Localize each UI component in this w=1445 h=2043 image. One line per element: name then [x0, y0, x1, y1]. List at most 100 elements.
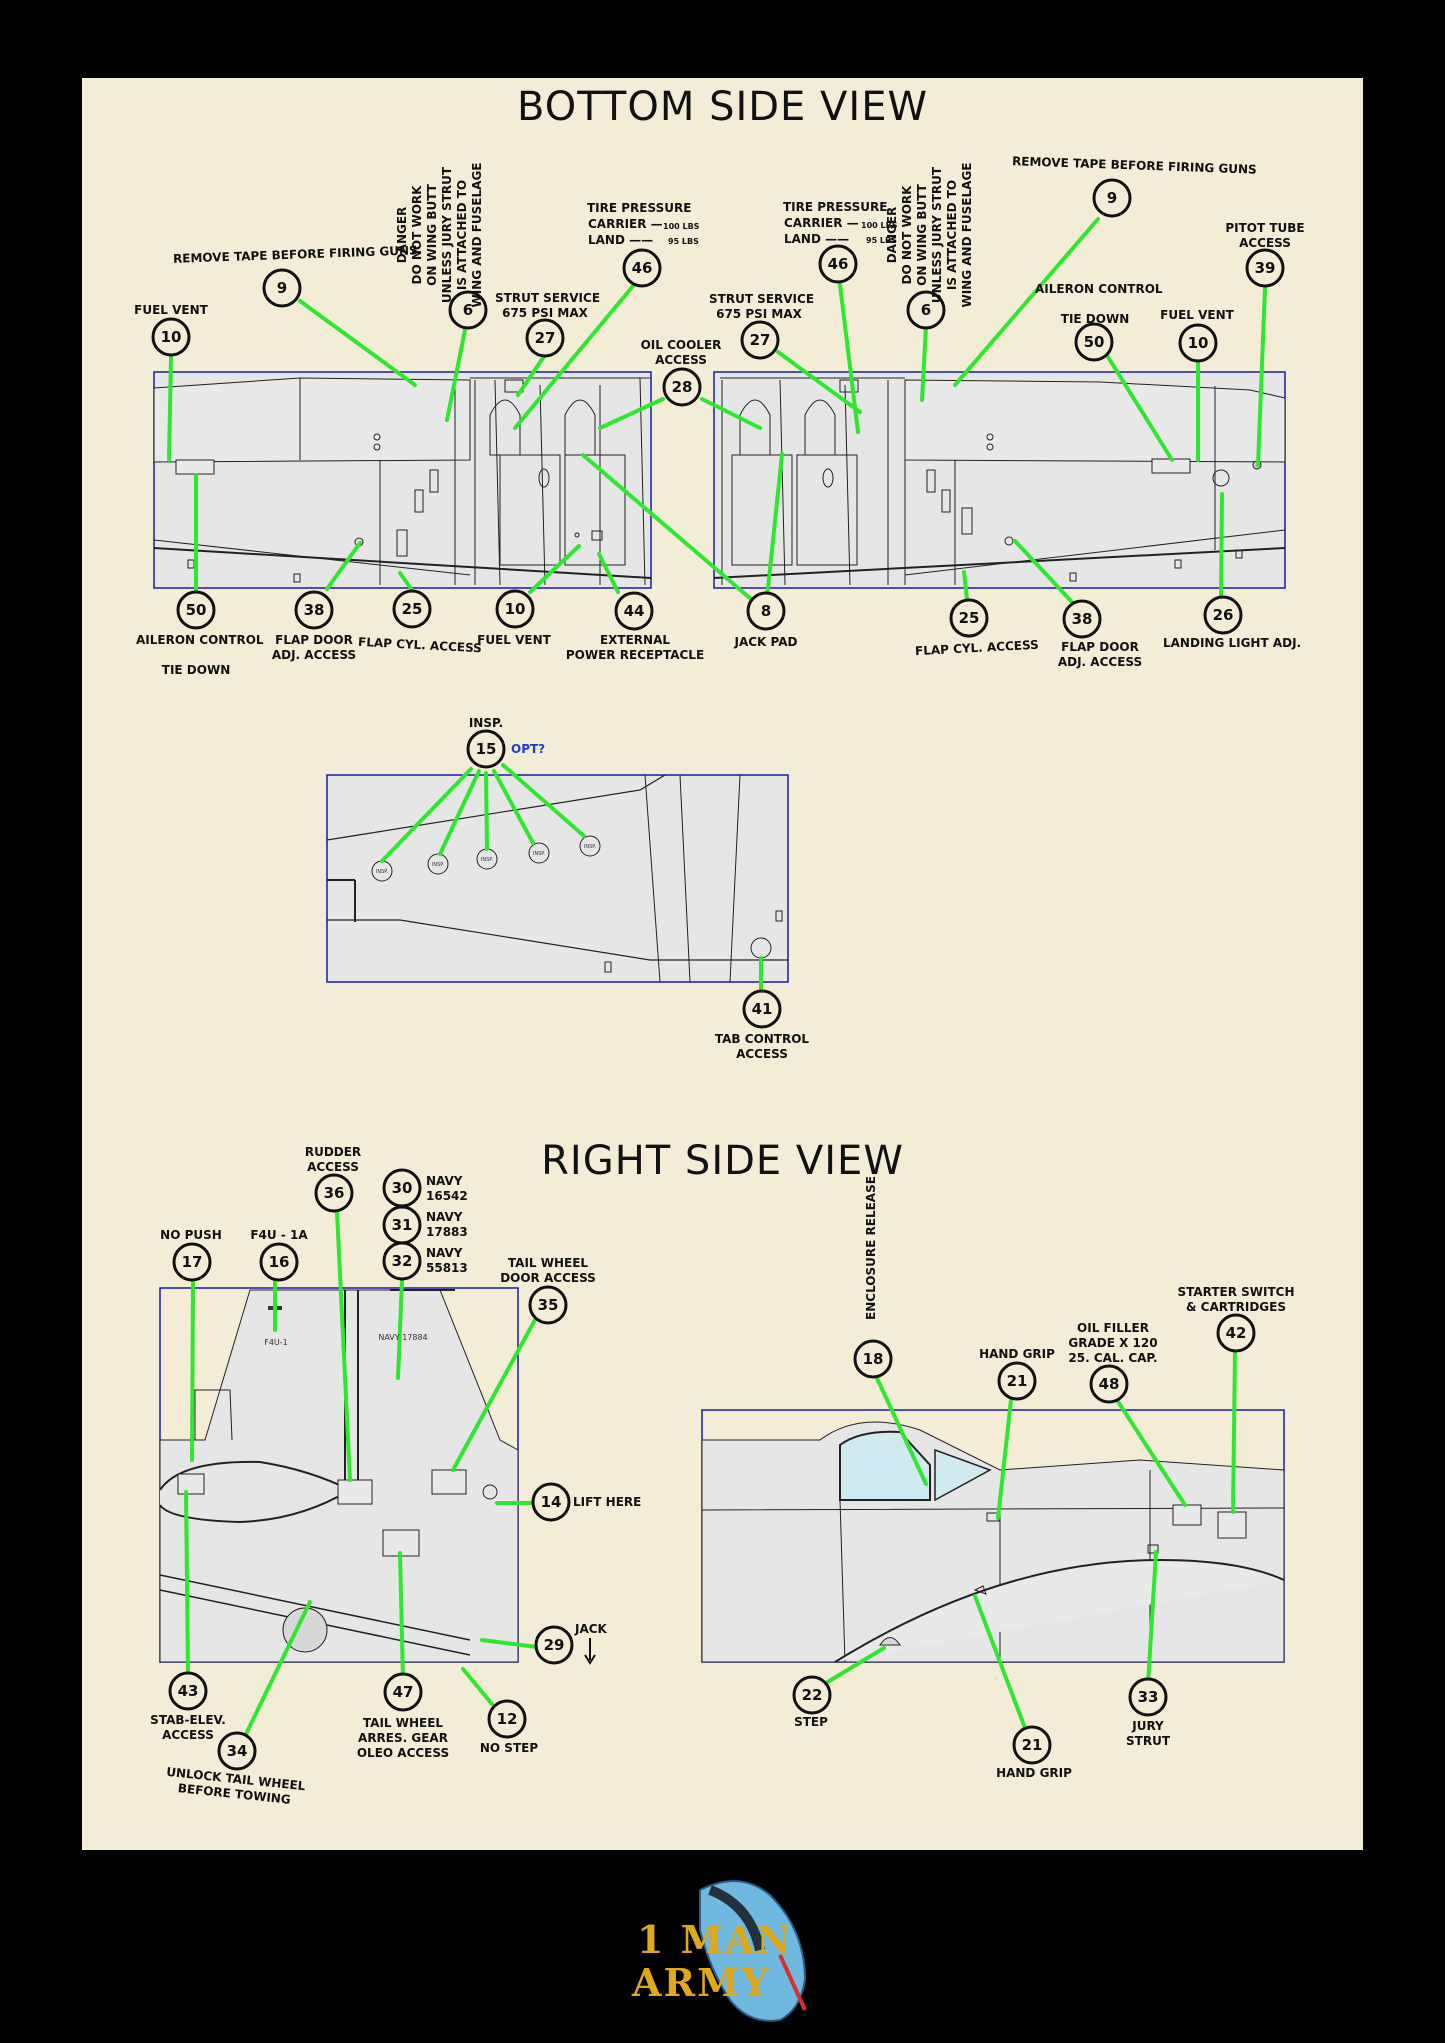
callout-number-n18: 18: [862, 1350, 884, 1368]
callout-number-n10a: 10: [160, 328, 182, 346]
callout-number-n30: 30: [391, 1179, 413, 1197]
callout-number-n38b: 38: [1071, 610, 1093, 628]
bottom-side-view-title: BOTTOM SIDE VIEW: [516, 84, 929, 130]
label-tail-wheel-arres: TAIL WHEEL ARRES. GEAR OLEO ACCESS: [356, 1716, 450, 1760]
label-carrier-lbs-right: 100 LBS: [861, 221, 898, 230]
label-insp: INSP.: [468, 716, 504, 730]
label-carrier-left: CARRIER —: [588, 217, 663, 231]
label-starter-switch: STARTER SWITCH & CARTRIDGES: [1177, 1285, 1295, 1314]
label-jack: JACK: [575, 1622, 607, 1636]
callout-number-n39: 39: [1254, 259, 1276, 277]
label-pitot-tube: PITOT TUBE ACCESS: [1225, 221, 1305, 250]
callout-circles: [151, 178, 1285, 1771]
fuselage-side-drawing: [701, 1409, 1285, 1663]
label-f4u-1a: F4U - 1A: [250, 1228, 308, 1242]
f4u-tail-placard: F4U-1: [264, 1338, 288, 1347]
label-external-power: EXTERNAL POWER RECEPTACLE: [565, 633, 705, 662]
label-aileron-tie-left: AILERON CONTROL TIE DOWN: [136, 633, 264, 677]
label-hand-grip-bottom: HAND GRIP: [996, 1766, 1072, 1780]
label-fuel-vent-right: FUEL VENT: [1160, 308, 1234, 322]
callout-number-n33: 33: [1137, 1688, 1159, 1706]
right-side-view-title: RIGHT SIDE VIEW: [541, 1138, 904, 1184]
label-lift-here: LIFT HERE: [573, 1495, 642, 1509]
callout-number-n28: 28: [671, 378, 693, 396]
callout-number-n46b: 46: [827, 255, 849, 273]
label-oil-cooler: OIL COOLER ACCESS: [640, 338, 722, 367]
callout-number-n43: 43: [177, 1682, 199, 1700]
callout-number-n10c: 10: [504, 600, 526, 618]
callout-number-n50b: 50: [1083, 333, 1105, 351]
callout-number-n34: 34: [226, 1742, 248, 1760]
eagle-emblem-icon: [699, 1880, 807, 2022]
label-tab-control: TAB CONTROL ACCESS: [714, 1032, 810, 1061]
callout-number-n22: 22: [801, 1686, 823, 1704]
callout-number-n9b: 9: [1106, 189, 1118, 207]
insp-placard-2: INSP.: [432, 862, 445, 868]
label-land-left: LAND ——: [588, 233, 654, 247]
insp-placard-4: INSP.: [533, 851, 546, 857]
callout-number-n29: 29: [543, 1636, 565, 1654]
label-flap-door-left: FLAP DOOR ADJ. ACCESS: [271, 633, 357, 662]
label-carrier-right: CARRIER —: [784, 216, 859, 230]
label-carrier-lbs-left: 100 LBS: [663, 222, 700, 231]
callout-number-n48: 48: [1098, 1375, 1120, 1393]
logo-line-1: 1 MAN: [637, 1917, 793, 1962]
label-fuel-vent-bottom: FUEL VENT: [477, 633, 551, 647]
callout-number-n38a: 38: [303, 601, 325, 619]
label-navy-17883: NAVY 17883: [426, 1210, 468, 1239]
navy-tail-placard: NAVY 17884: [378, 1333, 427, 1342]
label-aileron-tie-right: AILERON CONTROL TIE DOWN: [1035, 282, 1163, 326]
label-flap-door-right: FLAP DOOR ADJ. ACCESS: [1057, 640, 1143, 669]
label-navy-16542: NAVY 16542: [426, 1174, 468, 1203]
callout-number-n16: 16: [268, 1253, 290, 1271]
label-no-push: NO PUSH: [160, 1228, 222, 1242]
label-rudder-access: RUDDER ACCESS: [304, 1145, 362, 1174]
callout-number-n17: 17: [181, 1253, 203, 1271]
label-stab-elev: STAB-ELEV. ACCESS: [150, 1713, 226, 1742]
one-man-army-logo: 1 MAN ARMY: [630, 1870, 820, 2025]
tail-side-drawing: [159, 1287, 519, 1663]
leader-lines: [167, 217, 1267, 1736]
inspection-panel-drawing: [326, 774, 789, 983]
jack-arrow-icon: [584, 1638, 596, 1665]
callout-number-n25a: 25: [401, 600, 423, 618]
callout-number-n42: 42: [1225, 1324, 1247, 1342]
insp-placard-1: INSP.: [376, 869, 389, 875]
bottom-right-wing-drawing: [713, 371, 1286, 589]
label-jack-pad: JACK PAD: [734, 635, 798, 649]
label-fuel-vent-left: FUEL VENT: [134, 303, 208, 317]
callout-number-n25b: 25: [958, 609, 980, 627]
label-oil-filler: OIL FILLER GRADE X 120 25. CAL. CAP.: [1068, 1321, 1158, 1365]
callout-number-n15: 15: [475, 740, 497, 758]
callout-number-n47: 47: [392, 1683, 414, 1701]
callout-number-n26: 26: [1212, 606, 1234, 624]
label-tire-pressure-right: TIRE PRESSURE: [783, 200, 888, 214]
callout-number-n46a: 46: [631, 259, 653, 277]
bottom-left-wing-drawing: [153, 371, 652, 589]
callout-number-n12: 12: [496, 1710, 518, 1728]
label-hand-grip-top: HAND GRIP: [979, 1347, 1055, 1361]
callout-number-n35: 35: [537, 1296, 559, 1314]
callout-number-n27b: 27: [749, 331, 771, 349]
label-land-lbs-left: 95 LBS: [668, 237, 699, 246]
callout-number-n10b: 10: [1187, 334, 1209, 352]
callout-number-n6b: 6: [920, 301, 932, 319]
label-landing-light: LANDING LIGHT ADJ.: [1163, 636, 1302, 650]
label-step: STEP: [794, 1715, 828, 1729]
callout-number-n50a: 50: [185, 601, 207, 619]
label-danger-left: DANGER DO NOT WORK ON WING BUTT UNLESS J…: [395, 162, 484, 308]
callout-number-n21a: 21: [1006, 1372, 1028, 1390]
logo-line-2: ARMY: [632, 1960, 771, 2005]
callout-number-n21b: 21: [1021, 1736, 1043, 1754]
callout-number-n31: 31: [391, 1216, 413, 1234]
label-strut-service-left: STRUT SERVICE 675 PSI MAX: [495, 291, 601, 320]
label-no-step: NO STEP: [479, 1741, 539, 1755]
callout-number-n44: 44: [623, 602, 645, 620]
callout-number-n32: 32: [391, 1252, 413, 1270]
callout-number-n14: 14: [540, 1493, 562, 1511]
label-enclosure-release: ENCLOSURE RELEASE: [864, 1176, 878, 1320]
label-tire-pressure-left: TIRE PRESSURE: [587, 201, 692, 215]
insp-placard-5: INSP.: [584, 844, 597, 850]
label-tail-wheel-door: TAIL WHEEL DOOR ACCESS: [500, 1256, 596, 1285]
